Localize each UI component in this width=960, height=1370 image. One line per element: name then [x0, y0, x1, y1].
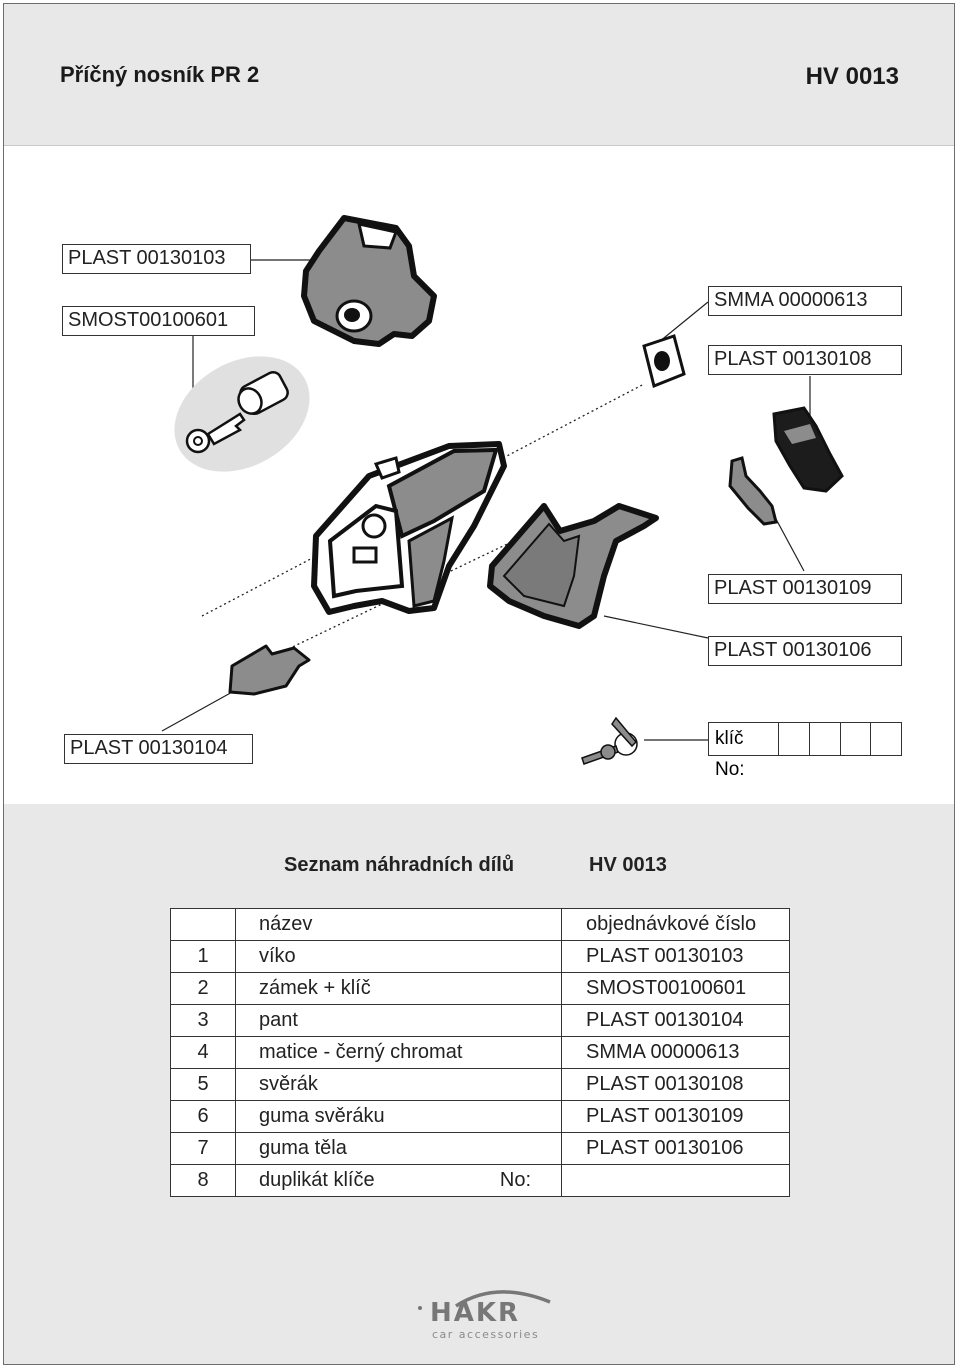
header-name-cell: název: [235, 908, 562, 941]
assembly-axis-lower: [283, 535, 525, 652]
row-order-number: SMMA 00000613: [561, 1036, 790, 1069]
product-code: HV 0013: [805, 63, 899, 90]
key-number-cell: [871, 723, 901, 755]
exploded-diagram: PLAST 00130103 SMOST00100601 SMMA 000006…: [4, 146, 954, 804]
row-order-number: PLAST 00130109: [561, 1100, 790, 1133]
row-name: duplikát klíče: [259, 1169, 375, 1191]
logo-arc: [455, 1290, 551, 1308]
table-row: 1 víko PLAST 00130103: [170, 940, 790, 973]
header-number-cell: [170, 908, 236, 941]
leader-line-smma: [658, 301, 709, 343]
lock-and-key-part: [174, 356, 310, 472]
key-number-cell: [779, 723, 810, 755]
row-order-number: PLAST 00130108: [561, 1068, 790, 1101]
row-order-number: PLAST 00130103: [561, 940, 790, 973]
cover-part: [301, 215, 437, 347]
table-row: 5 svěrák PLAST 00130108: [170, 1068, 790, 1101]
hinge-part: [228, 644, 311, 696]
row-name: guma svěráku: [235, 1100, 562, 1133]
row-order-number: PLAST 00130104: [561, 1004, 790, 1037]
row-number: 5: [170, 1068, 236, 1101]
hakr-logo: HAKR car accessories: [418, 1290, 551, 1341]
main-body-part: [311, 441, 507, 615]
logo-wordmark: HAKR: [430, 1298, 520, 1328]
nut-part: [642, 334, 686, 389]
key-number-box: klíč No:: [708, 722, 902, 780]
row-name: svěrák: [235, 1068, 562, 1101]
row-name-cell: duplikát klíče No:: [235, 1164, 562, 1197]
parts-list-section: Seznam náhradních dílů HV 0013 název obj…: [4, 804, 954, 1364]
duplicate-key-number-label: No:: [499, 1169, 531, 1191]
label-plast-00130103: PLAST 00130103: [62, 244, 251, 274]
row-order-number: SMOST00100601: [561, 972, 790, 1005]
logo-dot: [418, 1306, 422, 1310]
row-number: 6: [170, 1100, 236, 1133]
duplicate-key-part: [581, 716, 638, 765]
parts-list-heading: Seznam náhradních dílů: [284, 854, 515, 876]
table-row: 7 guma těla PLAST 00130106: [170, 1132, 790, 1165]
label-plast-00130109: PLAST 00130109: [708, 574, 902, 604]
row-number: 8: [170, 1164, 236, 1197]
row-name: guma těla: [235, 1132, 562, 1165]
leader-line-plast-106: [603, 615, 709, 639]
row-name: matice - černý chromat: [235, 1036, 562, 1069]
row-number: 3: [170, 1004, 236, 1037]
label-smma-00000613: SMMA 00000613: [708, 286, 902, 316]
parts-table: název objednávkové číslo 1 víko PLAST 00…: [170, 908, 790, 1197]
logo-tagline: car accessories: [432, 1328, 539, 1341]
table-row: 8 duplikát klíče No:: [170, 1164, 790, 1197]
key-number-cell: [810, 723, 841, 755]
clamp-part: [772, 406, 844, 493]
row-number: 7: [170, 1132, 236, 1165]
table-row: 3 pant PLAST 00130104: [170, 1004, 790, 1037]
row-name: pant: [235, 1004, 562, 1037]
header-band: Příčný nosník PR 2 HV 0013: [4, 4, 954, 146]
row-order-number: [561, 1164, 790, 1197]
leader-line-plast-104: [161, 690, 235, 732]
key-number-cell: [841, 723, 872, 755]
clamp-rubber-part: [728, 456, 778, 526]
row-number: 4: [170, 1036, 236, 1069]
assembly-axis-upper: [201, 383, 645, 617]
table-row: 2 zámek + klíč SMOST00100601: [170, 972, 790, 1005]
row-number: 1: [170, 940, 236, 973]
label-plast-00130108: PLAST 00130108: [708, 345, 902, 375]
label-smost00100601: SMOST00100601: [62, 306, 255, 336]
label-plast-00130104: PLAST 00130104: [64, 734, 253, 764]
diagram-drawing: [161, 215, 844, 765]
table-header-row: název objednávkové číslo: [170, 908, 790, 941]
document-page: Příčný nosník PR 2 HV 0013: [3, 3, 955, 1365]
header-order-cell: objednávkové číslo: [561, 908, 790, 941]
row-name: zámek + klíč: [235, 972, 562, 1005]
page-title: Příčný nosník PR 2: [60, 62, 260, 87]
row-name: víko: [235, 940, 562, 973]
table-row: 6 guma svěráku PLAST 00130109: [170, 1100, 790, 1133]
row-number: 2: [170, 972, 236, 1005]
key-number-label: klíč No:: [709, 723, 779, 780]
row-order-number: PLAST 00130106: [561, 1132, 790, 1165]
table-row: 4 matice - černý chromat SMMA 00000613: [170, 1036, 790, 1069]
label-plast-00130106: PLAST 00130106: [708, 636, 902, 666]
body-rubber-part: [487, 503, 659, 629]
parts-list-code: HV 0013: [589, 854, 667, 876]
